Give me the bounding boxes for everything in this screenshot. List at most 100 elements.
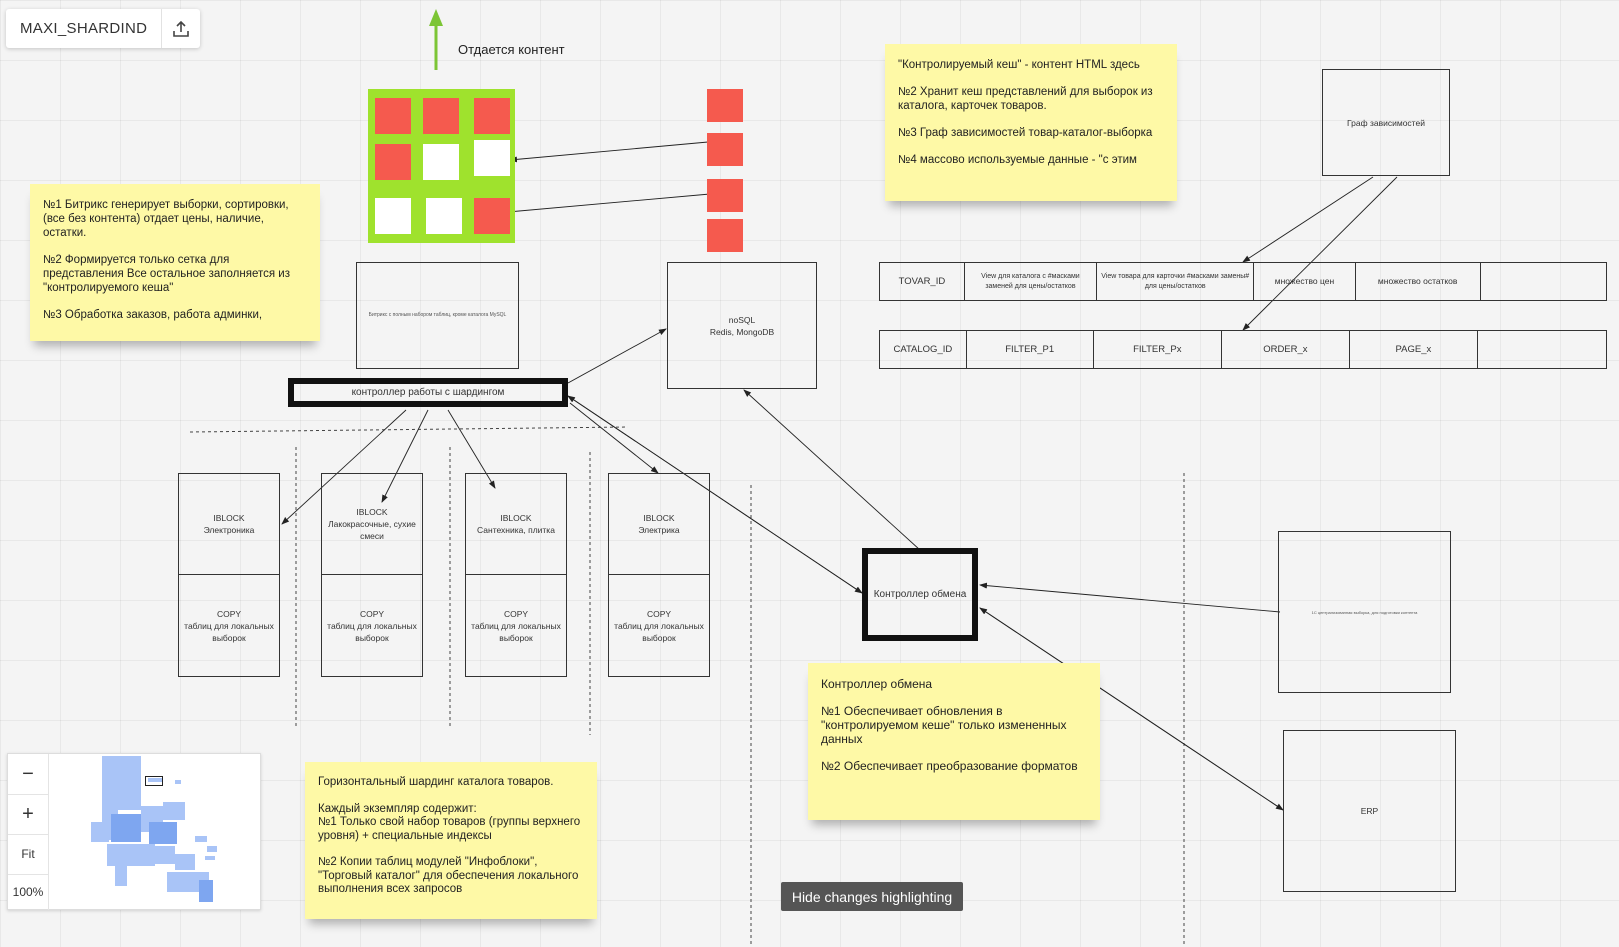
grid-cell <box>426 198 462 234</box>
row-cell: FILTER_Px <box>1092 330 1222 369</box>
dependency-graph-label: Граф зависимостей <box>1347 117 1425 128</box>
board-title-panel: MAXI_SHARDIND <box>6 9 200 48</box>
content-grid[interactable] <box>368 89 515 243</box>
row-cell: ORDER_x <box>1220 330 1350 369</box>
iblock-label: IBLOCK <box>500 513 532 523</box>
copy-desc: выборок <box>499 632 533 643</box>
row-cell: FILTER_P1 <box>965 330 1094 369</box>
iblock-category: Электроника <box>203 525 255 535</box>
catalog-row[interactable]: CATALOG_ID FILTER_P1 FILTER_Px ORDER_x P… <box>879 330 1607 369</box>
top-label: Отдается контент <box>458 42 565 57</box>
note-text: №2 Копии таблиц модулей "Инфоблоки", "То… <box>318 856 579 895</box>
grid-cell <box>474 98 510 134</box>
copy-label: COPY <box>503 608 529 619</box>
copy-desc: выборок <box>212 632 246 643</box>
erp-box[interactable]: ERP <box>1283 730 1456 892</box>
row-cell: множество остатков <box>1354 262 1481 301</box>
note-text: Каждый экземпляр содержит: №1 Только сво… <box>318 802 581 842</box>
iblock-category: Электрика <box>638 525 680 535</box>
cache-block <box>707 179 743 212</box>
board-title[interactable]: MAXI_SHARDIND <box>20 20 148 37</box>
grid-cell <box>375 98 411 134</box>
copy-box: COPY таблиц для локальных выборок <box>178 574 280 677</box>
note-cache[interactable]: "Контролируемый кеш" - контент HTML здес… <box>885 44 1177 201</box>
iblock-box: IBLOCK Электроника <box>178 473 280 575</box>
copy-desc: таблиц для локальных <box>614 620 704 631</box>
row-cell: TOVAR_ID <box>879 262 965 301</box>
copy-label: COPY <box>216 608 242 619</box>
copy-box: COPY таблиц для локальных выборок <box>465 574 567 677</box>
note-text: №2 Обеспечивает преобразование форматов <box>821 759 1078 773</box>
grid-cell <box>423 144 459 180</box>
cache-block <box>707 89 743 122</box>
iblock-category: Сантехника, плитка <box>477 525 555 535</box>
note-text: "Контролируемый кеш" - контент HTML здес… <box>898 59 1140 71</box>
note-text: №1 Битрикс генерирует выборки, сортировк… <box>43 199 289 239</box>
zoom-in-button[interactable]: + <box>8 794 49 835</box>
erp-label: ERP <box>1360 806 1379 816</box>
exchange-controller-label: Контроллер обмена <box>873 588 967 600</box>
iblock-category: смеси <box>360 531 384 541</box>
copy-desc: таблиц для локальных <box>327 620 417 631</box>
shard-paints[interactable]: IBLOCK Лакокрасочные, сухие смеси COPY т… <box>321 473 423 677</box>
row-cell: CATALOG_ID <box>879 330 967 369</box>
copy-desc: выборок <box>642 632 676 643</box>
bitrix-db-box[interactable]: Битрикс с полным набором таблиц, кроме к… <box>356 262 519 369</box>
grid-cell <box>375 198 411 234</box>
shard-controller-box[interactable]: контроллер работы с шардингом <box>288 378 568 407</box>
copy-label: COPY <box>359 608 385 619</box>
iblock-box: IBLOCK Электрика <box>608 473 710 575</box>
row-cell: множество цен <box>1253 262 1356 301</box>
note-text: №3 Граф зависимостей товар-каталог-выбор… <box>898 127 1153 139</box>
row-cell <box>1476 330 1607 369</box>
note-text: №3 Обработка заказов, работа админки, <box>43 309 263 321</box>
note-text: Горизонтальный шардинг каталога товаров. <box>318 776 554 788</box>
nosql-box[interactable]: noSQL Redis, MongoDB <box>667 262 817 389</box>
exchange-controller-box[interactable]: Контроллер обмена <box>862 548 978 641</box>
zoom-panel: − + Fit 100% <box>7 753 261 910</box>
nosql-title: noSQL <box>728 314 756 325</box>
note-exchange[interactable]: Контроллер обмена №1 Обеспечивает обновл… <box>808 663 1100 820</box>
cache-blocks[interactable] <box>707 89 743 254</box>
cache-block <box>707 219 743 252</box>
shard-plumbing[interactable]: IBLOCK Сантехника, плитка COPY таблиц дл… <box>465 473 567 677</box>
shard-electronics[interactable]: IBLOCK Электроника COPY таблиц для локал… <box>178 473 280 677</box>
external-source-box[interactable]: 1С централизованная выборка, для подгото… <box>1278 531 1451 693</box>
note-text: №2 Хранит кеш представлений для выборок … <box>898 86 1153 112</box>
dependency-graph-box[interactable]: Граф зависимостей <box>1322 69 1450 176</box>
iblock-label: IBLOCK <box>213 513 245 523</box>
iblock-label: IBLOCK <box>643 513 675 523</box>
note-sharding[interactable]: Горизонтальный шардинг каталога товаров.… <box>305 762 597 919</box>
copy-desc: выборок <box>355 632 389 643</box>
shard-electrics[interactable]: IBLOCK Электрика COPY таблиц для локальн… <box>608 473 710 677</box>
copy-desc: таблиц для локальных <box>184 620 274 631</box>
note-text: Контроллер обмена <box>821 677 933 691</box>
iblock-category: Лакокрасочные, сухие <box>328 519 416 529</box>
green-arrow <box>429 9 443 70</box>
note-bitrix[interactable]: №1 Битрикс генерирует выборки, сортировк… <box>30 184 320 341</box>
grid-cell <box>474 198 510 234</box>
copy-box: COPY таблиц для локальных выборок <box>608 574 710 677</box>
hide-changes-button[interactable]: Hide changes highlighting <box>781 882 963 911</box>
note-text: №4 массово используемые данные - "с этим <box>898 154 1137 166</box>
copy-box: COPY таблиц для локальных выборок <box>321 574 423 677</box>
cache-block <box>707 133 743 166</box>
row-cell: View для каталога с #масками заменей для… <box>963 262 1098 301</box>
upload-icon[interactable] <box>161 9 200 48</box>
row-cell: PAGE_x <box>1348 330 1478 369</box>
fit-button[interactable]: Fit <box>8 834 49 875</box>
nosql-subtitle: Redis, MongoDB <box>709 326 775 337</box>
row-cell: View товара для карточки #масками замены… <box>1096 262 1255 301</box>
external-source-label: 1С централизованная выборка, для подгото… <box>1311 609 1418 615</box>
minimap[interactable] <box>49 754 261 910</box>
zoom-level[interactable]: 100% <box>8 874 49 910</box>
iblock-box: IBLOCK Лакокрасочные, сухие смеси <box>321 473 423 575</box>
row-cell <box>1479 262 1607 301</box>
copy-label: COPY <box>646 608 672 619</box>
note-text: №1 Обеспечивает обновления в "контролиру… <box>821 704 1067 746</box>
grid-cell <box>423 98 459 134</box>
minimap-viewport[interactable] <box>145 776 163 786</box>
tovar-row[interactable]: TOVAR_ID View для каталога с #масками за… <box>879 262 1607 301</box>
bitrix-db-label: Битрикс с полным набором таблиц, кроме к… <box>368 312 507 318</box>
zoom-out-button[interactable]: − <box>8 754 49 795</box>
